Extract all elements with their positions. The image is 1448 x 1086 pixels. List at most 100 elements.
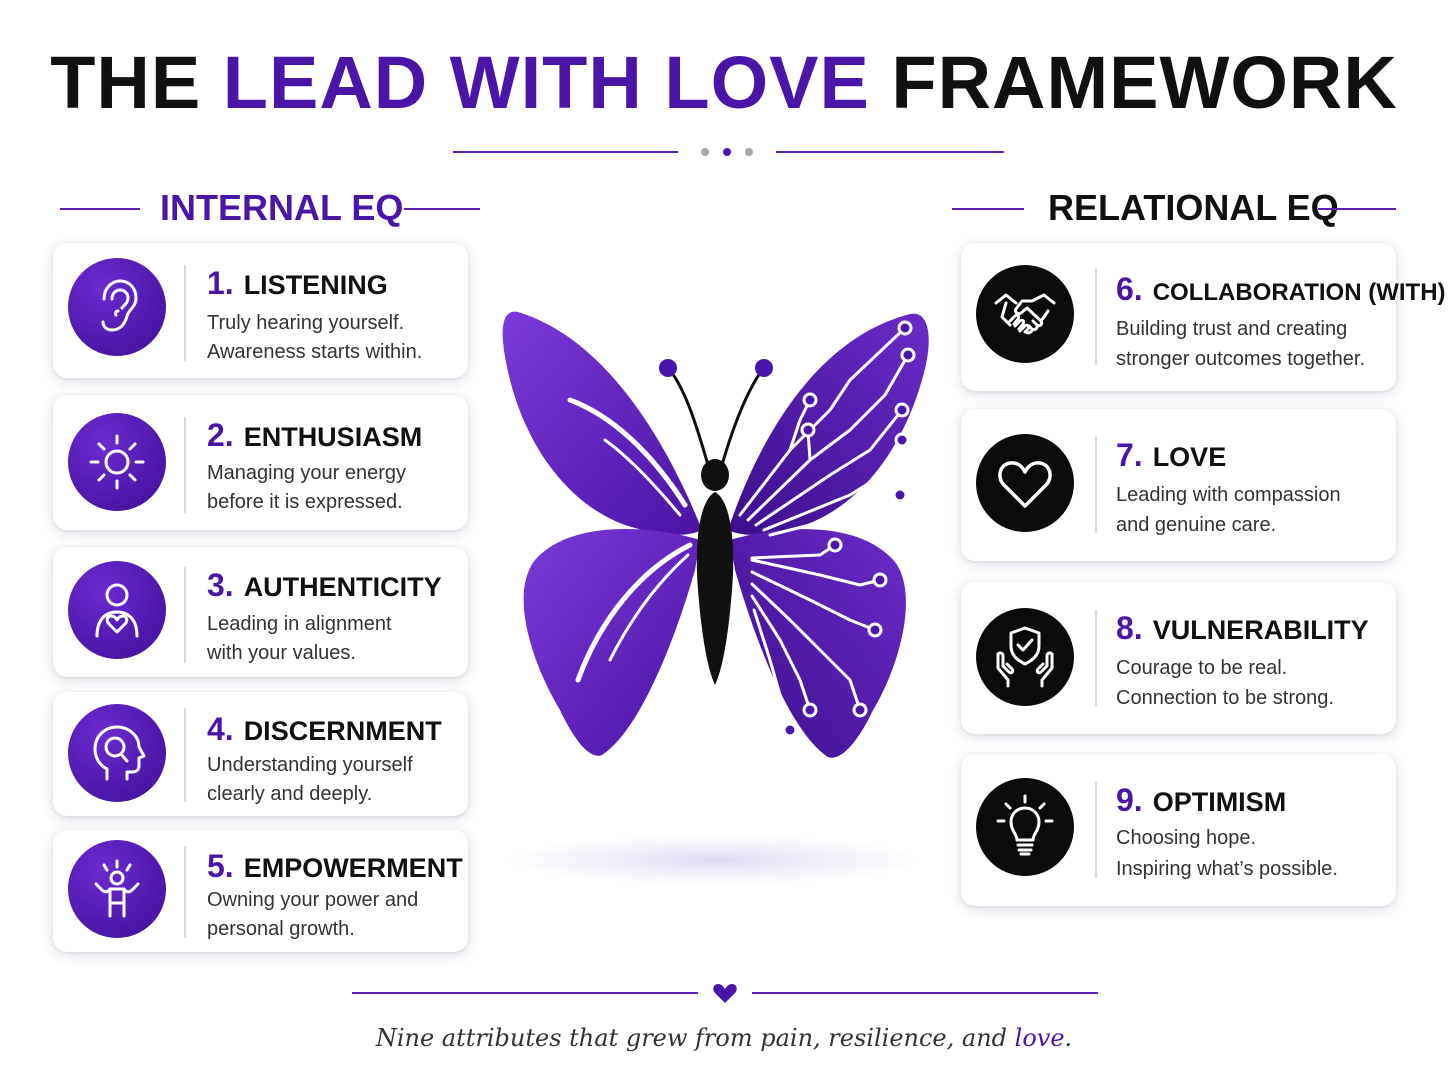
- internal-eq-heading: INTERNAL EQ: [0, 186, 724, 230]
- attribute-card-empowerment: 5. EMPOWERMENT Owning your power and pers…: [53, 830, 468, 952]
- attribute-card-love: 7. LOVE Leading with compassion and genui…: [961, 409, 1396, 561]
- handshake-icon: [976, 265, 1074, 363]
- internal-eq-label: INTERNAL EQ: [160, 187, 404, 228]
- attribute-card-collaboration: 6. COLLABORATION (WITH) Building trust an…: [961, 243, 1446, 391]
- attribute-number: 1.: [207, 265, 234, 301]
- footer-end: .: [1064, 1024, 1073, 1052]
- attribute-card-listening: 1. LISTENING Truly hearing yourself. Awar…: [53, 243, 468, 378]
- card-separator: [1095, 269, 1097, 365]
- attribute-number: 2.: [207, 417, 234, 453]
- heading-rule: [952, 208, 1024, 210]
- attribute-name: ENTHUSIASM: [243, 422, 423, 452]
- card-separator: [184, 417, 186, 513]
- attribute-name: LOVE: [1152, 442, 1227, 472]
- attribute-card-authenticity: 3. AUTHENTICITY Leading in alignment with…: [53, 547, 468, 677]
- head-magnifier-icon: [68, 704, 166, 802]
- attribute-number: 5.: [207, 848, 234, 884]
- attribute-desc-line-2: clearly and deeply.: [207, 783, 373, 805]
- sun-icon: [68, 413, 166, 511]
- attribute-heading: 2. ENTHUSIASM: [207, 417, 422, 460]
- card-separator: [1095, 610, 1097, 706]
- relational-eq-heading: RELATIONAL EQ: [724, 186, 1448, 230]
- ear-icon: [68, 258, 166, 356]
- title-accent: LEAD WITH LOVE: [222, 41, 870, 124]
- card-separator: [184, 567, 186, 663]
- person-heart-icon: [68, 561, 166, 659]
- relational-eq-label: RELATIONAL EQ: [1048, 187, 1339, 228]
- attribute-desc-line-1: Leading in alignment: [207, 613, 392, 635]
- attribute-heading: 1. LISTENING: [207, 265, 388, 308]
- attribute-number: 9.: [1116, 782, 1143, 818]
- butterfly-shadow: [505, 835, 925, 885]
- attribute-desc-line-1: Choosing hope.: [1116, 827, 1257, 849]
- card-separator: [1095, 437, 1097, 533]
- attribute-name: LISTENING: [243, 270, 388, 300]
- attribute-heading: 9. OPTIMISM: [1116, 782, 1286, 825]
- attribute-desc-line-1: Leading with compassion: [1116, 484, 1341, 506]
- attribute-desc-line-1: Owning your power and: [207, 889, 419, 911]
- attribute-heading: 7. LOVE: [1116, 437, 1226, 480]
- attribute-desc-line-2: Inspiring what’s possible.: [1116, 858, 1338, 880]
- attribute-heading: 3. AUTHENTICITY: [207, 567, 442, 610]
- attribute-desc-line-1: Courage to be real.: [1116, 657, 1288, 679]
- attribute-card-optimism: 9. OPTIMISM Choosing hope. Inspiring what…: [961, 754, 1396, 906]
- divider-line-left: [453, 151, 678, 153]
- attribute-heading: 6. COLLABORATION (WITH): [1116, 271, 1446, 314]
- card-separator: [184, 265, 186, 361]
- attribute-desc-line-2: with your values.: [207, 642, 356, 664]
- footer-tagline: Nine attributes that grew from pain, res…: [0, 1020, 1448, 1056]
- attribute-desc-line-1: Truly hearing yourself.: [207, 312, 405, 334]
- attribute-number: 8.: [1116, 610, 1143, 646]
- attribute-number: 3.: [207, 567, 234, 603]
- attribute-desc-line-2: Connection to be strong.: [1116, 687, 1334, 709]
- title-part-1: THE: [50, 41, 223, 124]
- attribute-name: AUTHENTICITY: [243, 572, 442, 602]
- butterfly-illustration: [502, 311, 929, 758]
- divider-line-right: [776, 151, 1004, 153]
- card-separator: [184, 708, 186, 802]
- attribute-desc-line-1: Managing your energy: [207, 462, 407, 484]
- divider-line-right: [752, 992, 1098, 994]
- attribute-name: OPTIMISM: [1152, 787, 1287, 817]
- lightbulb-icon: [976, 778, 1074, 876]
- heading-rule: [1318, 208, 1396, 210]
- attribute-card-enthusiasm: 2. ENTHUSIASM Managing your energy before…: [53, 395, 468, 530]
- attribute-heading: 4. DISCERNMENT: [207, 711, 442, 754]
- attribute-number: 7.: [1116, 437, 1143, 473]
- page-title: THE LEAD WITH LOVE FRAMEWORK: [0, 38, 1448, 128]
- footer-divider: [0, 980, 1448, 1006]
- attribute-name: DISCERNMENT: [243, 716, 442, 746]
- card-separator: [184, 846, 186, 938]
- divider-dot-active: [723, 148, 731, 156]
- title-divider: [0, 146, 1448, 158]
- title-part-2: FRAMEWORK: [869, 41, 1398, 124]
- footer-text: Nine attributes that grew from pain, res…: [375, 1024, 1015, 1052]
- divider-dot: [745, 148, 753, 156]
- attribute-heading: 5. EMPOWERMENT: [207, 848, 463, 891]
- attribute-name: EMPOWERMENT: [243, 853, 463, 883]
- attribute-desc-line-2: stronger outcomes together.: [1116, 348, 1366, 370]
- attribute-card-vulnerability: 8. VULNERABILITY Courage to be real. Conn…: [961, 582, 1396, 734]
- attribute-number: 4.: [207, 711, 234, 747]
- footer-accent: love: [1014, 1024, 1065, 1052]
- heading-rule: [404, 208, 480, 210]
- attribute-desc-line-2: and genuine care.: [1116, 514, 1277, 536]
- attribute-name: VULNERABILITY: [1152, 615, 1369, 645]
- attribute-desc-line-2: personal growth.: [207, 918, 355, 940]
- attribute-desc-line-1: Understanding yourself: [207, 754, 413, 776]
- attribute-name: COLLABORATION (WITH): [1152, 279, 1446, 306]
- heart-icon: [976, 434, 1074, 532]
- shield-hands-icon: [976, 608, 1074, 706]
- divider-dot: [701, 148, 709, 156]
- attribute-card-discernment: 4. DISCERNMENT Understanding yourself cle…: [53, 692, 468, 816]
- attribute-desc-line-2: before it is expressed.: [207, 491, 403, 513]
- attribute-desc-line-1: Building trust and creating: [1116, 318, 1348, 340]
- heart-icon: [713, 984, 737, 1003]
- heading-rule: [60, 208, 140, 210]
- card-separator: [1095, 782, 1097, 878]
- person-raised-arms-icon: [68, 840, 166, 938]
- divider-line-left: [352, 992, 698, 994]
- attribute-desc-line-2: Awareness starts within.: [207, 341, 423, 363]
- attribute-number: 6.: [1116, 271, 1143, 307]
- attribute-heading: 8. VULNERABILITY: [1116, 610, 1369, 653]
